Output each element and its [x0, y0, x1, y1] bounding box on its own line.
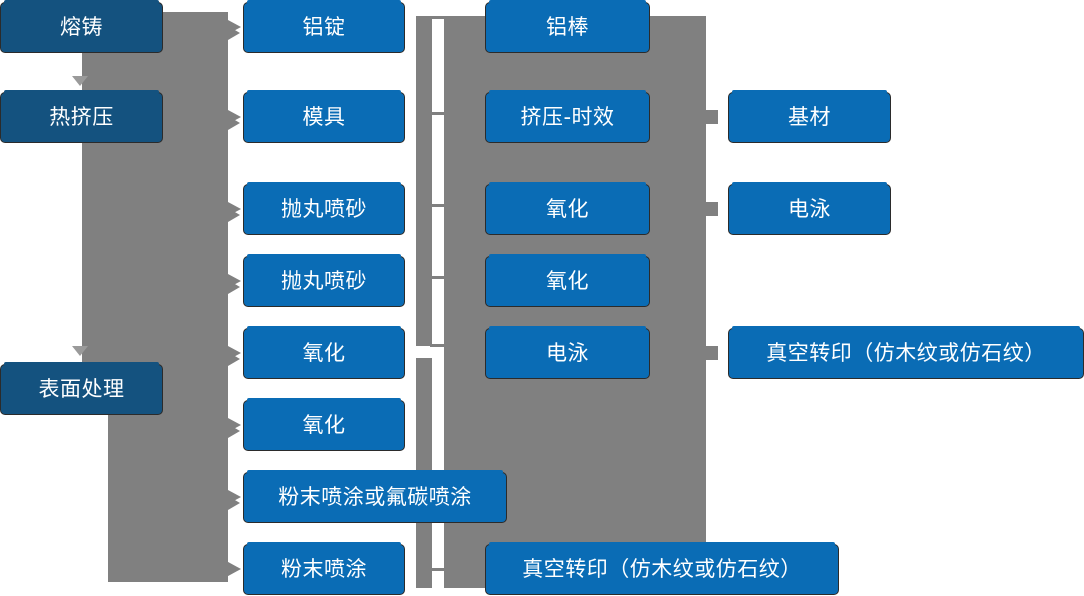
left-arrowheads	[228, 20, 241, 576]
stage-node-biaomianchuli[interactable]: 表面处理	[0, 362, 163, 415]
process-label: 氧化	[546, 197, 589, 222]
process-node-yanghua-2[interactable]: 氧化	[485, 254, 650, 307]
step-label: 铝锭	[302, 15, 346, 40]
process-node-zhenkongzhuanyin[interactable]: 真空转印（仿木纹或仿石纹）	[485, 542, 839, 595]
output-node-dianyong[interactable]: 电泳	[728, 182, 891, 235]
output-label: 电泳	[788, 197, 831, 222]
step-label: 粉末喷涂或氟碳喷涂	[278, 485, 472, 510]
step-label: 模具	[302, 105, 346, 130]
process-label: 真空转印（仿木纹或仿石纹）	[522, 557, 802, 582]
process-node-yanghua-1[interactable]: 氧化	[485, 182, 650, 235]
step-label: 氧化	[302, 341, 346, 366]
step-node-muju[interactable]: 模具	[243, 90, 405, 143]
process-label: 电泳	[546, 341, 589, 366]
output-label: 真空转印（仿木纹或仿石纹）	[766, 341, 1046, 366]
step-node-paowanpensha-2[interactable]: 抛丸喷砂	[243, 254, 405, 307]
stage-node-rongzhu[interactable]: 熔铸	[0, 0, 163, 53]
step-label: 抛丸喷砂	[281, 197, 367, 222]
process-node-jiya-shixiao[interactable]: 挤压-时效	[485, 90, 650, 143]
step-label: 抛丸喷砂	[281, 269, 367, 294]
process-label: 挤压-时效	[520, 105, 615, 130]
process-node-lubang[interactable]: 铝棒	[485, 0, 650, 53]
output-node-zhenkongzhuanyin[interactable]: 真空转印（仿木纹或仿石纹）	[728, 326, 1084, 379]
process-node-dianyong[interactable]: 电泳	[485, 326, 650, 379]
process-label: 氧化	[546, 269, 589, 294]
step-node-yanghua-2[interactable]: 氧化	[243, 398, 405, 451]
step-label: 氧化	[302, 413, 346, 438]
step-node-yanghua-1[interactable]: 氧化	[243, 326, 405, 379]
stage-label: 热挤压	[49, 105, 114, 130]
step-label: 粉末喷涂	[281, 557, 367, 582]
step-node-fenmopentu[interactable]: 粉末喷涂	[243, 542, 405, 595]
output-label: 基材	[788, 105, 831, 130]
step-node-ludingz[interactable]: 铝锭	[243, 0, 405, 53]
step-node-fenmopentu-huotan[interactable]: 粉末喷涂或氟碳喷涂	[243, 470, 507, 523]
stage-label: 熔铸	[60, 15, 103, 40]
step-node-paowanpensha-1[interactable]: 抛丸喷砂	[243, 182, 405, 235]
output-node-jicai[interactable]: 基材	[728, 90, 891, 143]
stage-label: 表面处理	[38, 377, 125, 402]
stage-node-rejiya[interactable]: 热挤压	[0, 90, 163, 143]
surface-treatment-link	[163, 388, 175, 390]
process-label: 铝棒	[546, 15, 589, 40]
